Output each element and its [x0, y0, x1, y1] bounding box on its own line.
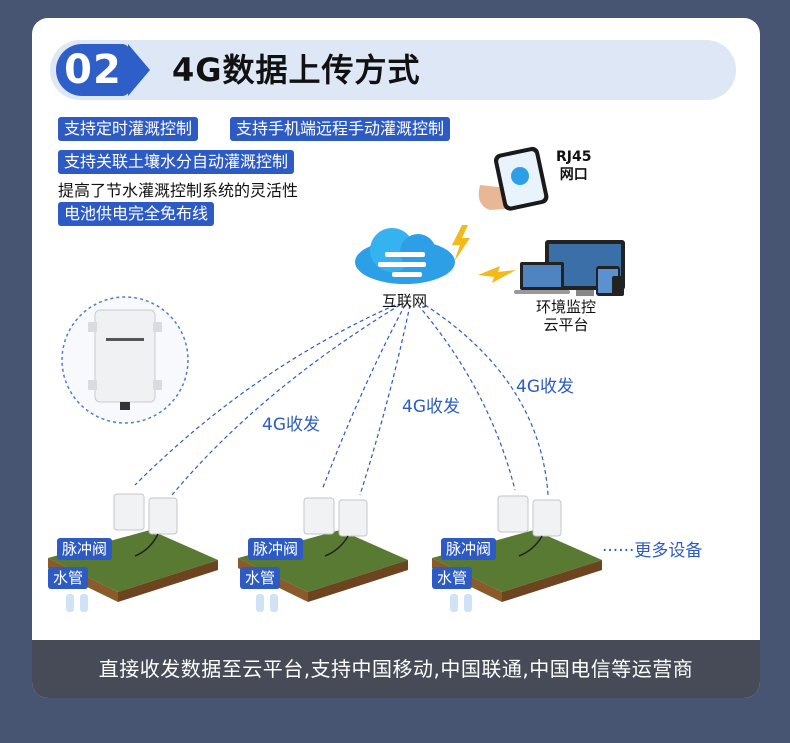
- signal-label-2: 4G收发: [402, 397, 460, 417]
- signal-line-1: [134, 304, 396, 486]
- signal-line-6: [424, 304, 549, 496]
- monitoring-devices-icon: [514, 240, 625, 296]
- cloud-platform-label: 环境监控 云平台: [536, 298, 596, 334]
- section-header-bar: [50, 40, 736, 100]
- badge-arrow-icon: [128, 44, 150, 96]
- valve-label-1: 脉冲阀: [57, 538, 113, 560]
- rj45-line1: RJ45: [556, 149, 592, 165]
- pipe-label-2: 水管: [240, 567, 281, 589]
- platform-line1: 环境监控: [536, 298, 597, 316]
- pipe-label-3: 水管: [432, 567, 473, 589]
- rj45-line2: 网口: [559, 167, 588, 183]
- feature-tag-battery: 电池供电完全免布线: [58, 202, 215, 226]
- lightning-icons: [452, 225, 516, 283]
- lightning-icon: [478, 266, 516, 283]
- signal-line-4: [359, 304, 411, 496]
- platform-line2: 云平台: [543, 316, 589, 334]
- phone-in-hand-icon: [478, 146, 549, 211]
- lightning-icon: [452, 225, 470, 262]
- internet-label: 互联网: [382, 292, 428, 310]
- feature-text-flexibility: 提高了节水灌溉控制系统的灵活性: [58, 181, 299, 200]
- feature-tag-remote-manual: 支持手机端远程手动灌溉控制: [230, 117, 451, 141]
- signal-label-1: 4G收发: [262, 415, 320, 435]
- feature-tag-soil-moisture: 支持关联土壤水分自动灌溉控制: [58, 150, 295, 174]
- signal-line-3: [321, 304, 406, 491]
- section-number-badge: 02: [56, 44, 130, 96]
- signal-line-5: [417, 304, 516, 491]
- section-title: 4G数据上传方式: [172, 51, 421, 89]
- more-devices-label: ······更多设备: [602, 541, 703, 561]
- footer-banner: 直接收发数据至云平台,支持中国移动,中国联通,中国电信等运营商: [32, 640, 760, 698]
- cloud-icon: [355, 228, 455, 284]
- signal-lines: [134, 304, 549, 496]
- valve-label-3: 脉冲阀: [441, 538, 497, 560]
- signal-line-2: [171, 304, 401, 496]
- pipe-label-1: 水管: [48, 567, 89, 589]
- controller-box-illustration: [61, 296, 189, 424]
- feature-tag-timed-irrigation: 支持定时灌溉控制: [58, 117, 199, 141]
- rj45-label: RJ45 网口: [556, 148, 591, 184]
- signal-label-3: 4G收发: [516, 377, 574, 397]
- valve-label-2: 脉冲阀: [248, 538, 304, 560]
